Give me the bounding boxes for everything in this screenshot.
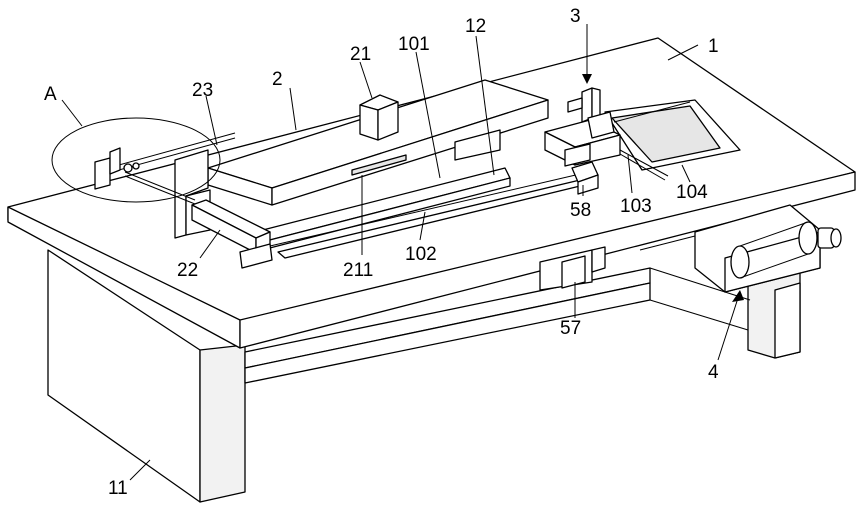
- label-A: A: [44, 84, 57, 105]
- label-11: 11: [108, 478, 128, 499]
- label-23: 23: [192, 80, 213, 101]
- label-101: 101: [398, 34, 430, 55]
- label-102: 102: [405, 244, 437, 265]
- label-211: 211: [343, 260, 373, 281]
- label-2: 2: [272, 69, 283, 90]
- label-57: 57: [560, 318, 581, 339]
- label-12: 12: [465, 16, 486, 37]
- label-4: 4: [708, 362, 719, 383]
- label-21: 21: [350, 44, 371, 65]
- label-104: 104: [676, 182, 708, 203]
- label-58: 58: [570, 200, 591, 221]
- label-1: 1: [708, 36, 719, 57]
- label-3: 3: [570, 6, 581, 27]
- label-22: 22: [177, 260, 198, 281]
- motor-box: [360, 95, 398, 140]
- label-103: 103: [620, 196, 652, 217]
